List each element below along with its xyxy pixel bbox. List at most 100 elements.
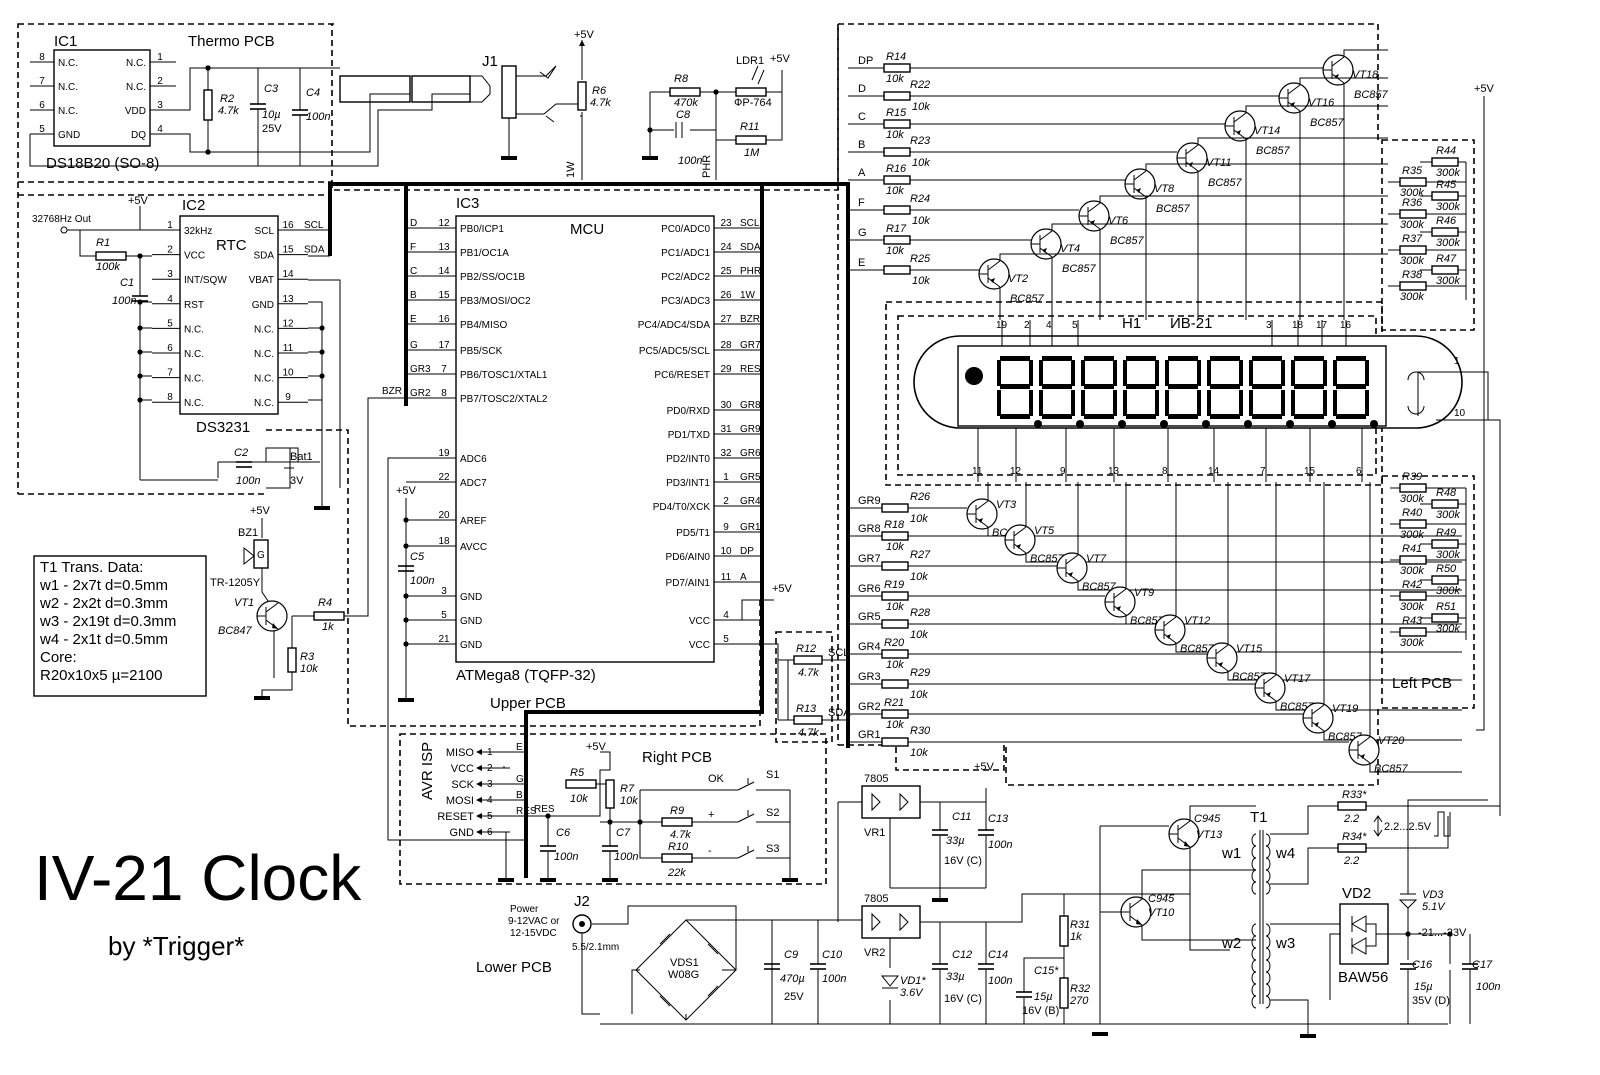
wire [1265,833,1271,847]
ic1-part: DS18B20 (SO-8) [46,155,159,172]
wire [1065,571,1079,582]
transistor-ref: VT12 [1184,615,1210,627]
transformer-info-line: R20x10x5 µ=2100 [40,667,162,684]
pin-number: 3 [441,586,447,597]
pin-name: RST [184,300,204,311]
junction-dot [403,617,409,623]
resistor-body [1399,281,1427,291]
left-r-value: 300k [1436,509,1460,521]
author-credit: by *Trigger* [108,931,244,961]
wire [1185,144,1199,155]
r13-value: 4.7k [798,727,819,739]
pin-name: SCL [255,226,275,237]
wire [1434,811,1451,837]
pin-number: 23 [720,218,732,229]
digit-segment [1252,414,1282,419]
bz1-pin: G [257,550,265,561]
emitter-arrow [990,278,995,283]
resistor-body [1337,843,1367,853]
wire [730,849,790,859]
resistor-body [1059,915,1069,947]
digit-segment [1126,414,1156,419]
isp-pin-number: 5 [487,811,493,822]
ic3-part: ATMega8 (TQFP-32) [456,667,596,684]
c1-value: 100n [112,295,136,307]
pin-number: 4 [723,610,729,621]
c10-ref: C10 [822,949,843,961]
c16-value: 15µ [1414,981,1433,993]
resistor-body [881,679,909,689]
wire [1023,894,1065,1024]
ic2-func: RTC [216,237,247,254]
switch-ref: S1 [766,769,779,781]
digit-segment [1113,360,1117,386]
left-r-value: 300k [1436,201,1460,213]
grid-net: GR1 [858,729,881,741]
wire [659,995,671,1007]
vt10-ref: VT10 [1148,907,1175,919]
winding-w1: w1 [1221,845,1241,862]
resistor-body [1337,801,1367,811]
bridge-rectifier [635,919,737,1021]
digit-segment [1123,390,1127,416]
pin-number: 2 [167,245,173,256]
left-r-value: 300k [1400,565,1424,577]
segment-resistor-value: 10k [886,245,904,257]
r13-net: SDA [828,707,851,719]
wire [1299,77,1388,85]
wire [1263,674,1277,685]
wire [547,816,611,878]
wire [1407,371,1425,415]
emitter-arrow [1166,634,1171,639]
pin-name: VCC [689,616,710,627]
tube-pin-number: 6 [1356,466,1362,477]
isp-pin-net: RES [516,806,537,817]
segment-net: A [858,167,866,179]
resistor-body [881,737,909,747]
resistor-body [669,87,701,97]
pin-number: 13 [438,242,450,253]
wire [1039,247,1053,258]
r34-value: 2.2 [1343,855,1359,867]
pin-number: 31 [720,424,732,435]
r33-ref: R33* [1342,789,1367,801]
pin-number: 16 [438,314,450,325]
transformer-info-line: w4 - 2x1t d=0.5mm [39,631,168,648]
pin-number: 10 [282,368,294,379]
wire [338,93,470,167]
digit-segment [997,360,1001,386]
transformer-info-line: w2 - 2x2t d=0.3mm [39,595,168,612]
pin-name: PC3/ADC3 [661,296,710,307]
section-label-left: Left PCB [1392,675,1452,692]
r8-ref: R8 [674,73,689,85]
pin-name: N.C. [254,374,274,385]
r2-value: 4.7k [218,105,239,117]
pin-net: SDA [740,242,761,253]
winding-w2: w2 [1221,935,1241,952]
pin-net: 1W [740,290,756,301]
pin-name: GND [58,130,80,141]
junction-dot [137,253,143,259]
wire [1357,736,1371,747]
segment-resistor-ref: R16 [886,163,907,175]
c12-ref: C12 [952,949,972,961]
wire [1265,959,1271,973]
pin-number: 5 [39,124,45,135]
pin-name: AREF [460,516,487,527]
resistor-body [1431,575,1459,585]
grid-net: GR2 [858,701,881,713]
left-r-value: 300k [1436,585,1460,597]
isp-pin-net: G [516,774,524,785]
wire [751,65,765,85]
junction-dot [319,373,325,379]
pin-net: GR5 [740,472,761,483]
grid-resistor-value: 10k [886,541,904,553]
ldr-ref: LDR1 [736,55,764,67]
resistor-body [577,81,587,111]
c9-value: 470µ [780,973,805,985]
c8-ref: C8 [676,109,691,121]
pin-net: GR8 [740,400,761,411]
decimal-point [1118,420,1126,428]
segment-net: B [858,139,865,151]
